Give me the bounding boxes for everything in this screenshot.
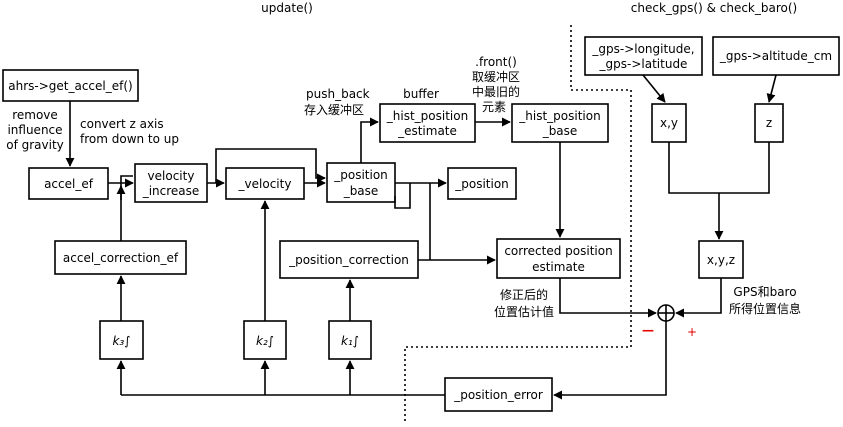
position-label: _position [454,177,509,191]
svg-text:remove: remove [12,108,58,122]
position-base-label-1: _position [333,168,388,182]
xyz-label: x,y,z [707,253,735,267]
svg-text:.front(): .front() [475,55,517,69]
svg-text:中最旧的: 中最旧的 [472,84,520,99]
convert-z-note: convert z axis from down to up [80,117,179,146]
gps-altitude-box: _gps->altitude_cm [712,36,840,76]
minus-sign: — [642,323,654,337]
svg-text:influence: influence [7,123,62,137]
plus-sign: + [687,325,697,339]
velocity-label: _velocity [238,177,292,191]
update-heading: update() [261,1,313,15]
velocity-increase-box: velocity _increase [134,163,208,203]
position-box: _position [447,167,517,200]
buffer-note: buffer [403,87,439,101]
k3-integrator-box: k₃∫ [99,320,144,360]
position-base-box: _position _base [326,162,396,203]
update-boundary-line [404,25,632,422]
position-error-label: _position_error [453,388,543,402]
accel-correction-box: accel_correction_ef [54,240,187,275]
hist-position-base-label-1: _hist_position [518,109,600,123]
hist-position-base-label-2: _base [542,124,578,138]
corrected-position-box: corrected position estimate [496,238,621,279]
xyz-box: x,y,z [698,240,744,279]
svg-text:GPS和baro: GPS和baro [733,285,796,299]
hist-position-estimate-label-2: _estimate [397,124,457,138]
svg-text:存入缓冲区: 存入缓冲区 [304,102,364,117]
svg-text:of gravity: of gravity [6,138,64,152]
summing-junction [657,304,675,322]
svg-text:位置估计值: 位置估计值 [494,304,554,319]
accel-correction-label: accel_correction_ef [63,251,179,265]
hist-position-base-box: _hist_position _base [511,103,609,143]
svg-text:from down to up: from down to up [80,132,179,146]
velocity-increase-label-1: velocity [148,169,195,183]
k1-integrator-box: k₁∫ [328,320,372,360]
hist-position-estimate-label-1: _hist_position [386,109,468,123]
k3-integrator-label: k₃∫ [112,334,130,348]
check-gps-baro-heading: check_gps() & check_baro() [631,1,797,15]
push-back-note: push_back 存入缓冲区 [304,87,370,117]
connectors [65,74,777,400]
remove-gravity-note: remove influence of gravity [6,108,64,152]
corrected-estimate-note: 修正后的 位置估计值 [494,287,554,319]
velocity-increase-label-2: _increase [142,184,200,198]
svg-text:convert z axis: convert z axis [80,117,164,131]
front-note: .front() 取缓冲区 中最旧的 元素 [472,55,520,114]
accel-ef-box: accel_ef [28,167,109,200]
gps-baro-note: GPS和baro 所得位置信息 [729,285,801,316]
gps-lon-lat-label-2: _gps->latitude [599,57,688,71]
k2-integrator-box: k₂∫ [243,320,287,360]
velocity-box: _velocity [225,167,305,200]
svg-text:push_back: push_back [306,87,370,101]
svg-text:取缓冲区: 取缓冲区 [472,69,520,84]
position-correction-label: _position_correction [288,253,409,267]
xy-label: x,y [660,116,678,130]
svg-text:元素: 元素 [482,100,506,114]
accel-ef-label: accel_ef [44,177,94,191]
position-correction-box: _position_correction [279,240,419,279]
svg-text:修正后的: 修正后的 [500,287,548,302]
position-base-label-2: _base [343,184,379,198]
z-box: z [754,103,784,143]
hist-position-estimate-box: _hist_position _estimate [379,103,476,143]
k2-integrator-label: k₂∫ [256,334,274,348]
gps-lon-lat-label-1: _gps->longitude, [591,42,694,56]
svg-text:所得位置信息: 所得位置信息 [729,301,801,316]
k1-integrator-label: k₁∫ [341,334,359,348]
corrected-position-label-1: corrected position [504,244,612,258]
gps-lon-lat-box: _gps->longitude, _gps->latitude [584,36,703,76]
position-error-box: _position_error [444,377,553,412]
corrected-position-label-2: estimate [532,260,585,274]
ahrs-accel-label: ahrs->get_accel_ef() [8,79,132,93]
z-label: z [766,116,772,130]
gps-altitude-label: _gps->altitude_cm [719,49,832,63]
xy-box: x,y [651,103,687,143]
ahrs-accel-box: ahrs->get_accel_ef() [2,69,139,102]
